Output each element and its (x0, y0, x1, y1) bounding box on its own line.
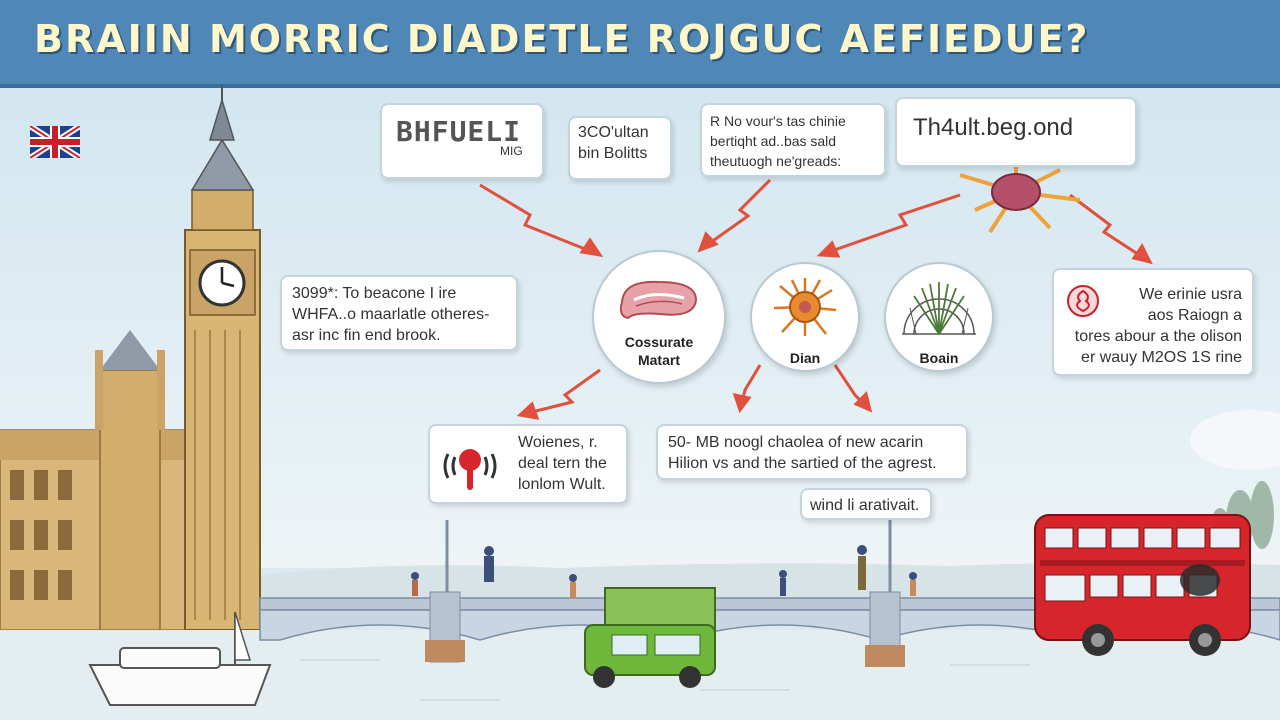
page-title: BRAIIN MORRIC DIADETLE ROJGUC AEFIEDUE? (34, 17, 1090, 61)
node-boain: Boain (884, 262, 994, 372)
arrow-sun-to-node2 (819, 193, 961, 257)
meat-icon (619, 280, 698, 320)
river-waves (300, 659, 1030, 701)
spiky-cell-icon (773, 278, 837, 336)
card-9-line-1: wind li arativait. (810, 497, 920, 514)
rose-icon (1067, 285, 1099, 317)
card-4-line-1: Th4ult.beg.ond (913, 114, 1074, 141)
info-card-4: Th4ult.beg.ond (895, 97, 1137, 167)
info-card-5: 3099*: To beacone I ire WHFA..o maarlatl… (280, 275, 518, 351)
parliament-building (0, 330, 191, 631)
info-card-9: wind li arativait. (800, 488, 932, 520)
card-3-line-2: bertiqht ad..bas sald (710, 133, 837, 149)
title-bar: BRAIIN MORRIC DIADETLE ROJGUC AEFIEDUE? (0, 0, 1280, 88)
info-card-3: R No vour's tas chinie bertiqht ad..bas … (700, 103, 886, 177)
arrow-sun-to-card6 (1069, 193, 1151, 264)
arrow-node1-to-card7 (519, 368, 601, 417)
info-card-1: BHFUELI MIG (380, 103, 544, 179)
card-6-line-3: tores abour a the olison (1074, 328, 1242, 345)
node-2-label: Dian (789, 350, 821, 366)
sun-burst-icon (959, 148, 1081, 234)
card-7-line-3: lonlom Wult. (518, 476, 606, 493)
card-3-line-1: R No vour's tas chinie (710, 113, 846, 129)
card-1-line-1: BHFUELI (396, 115, 522, 148)
boat (88, 611, 272, 706)
fan-diagram-icon (902, 282, 976, 335)
green-van (584, 587, 716, 688)
card-8-line-1: 50- MB noogl chaolea of new acarin (668, 434, 924, 451)
card-5-line-3: asr inc fin end brook. (292, 327, 441, 344)
card-1-line-2: MIG (500, 144, 523, 158)
big-ben-tower (184, 85, 261, 631)
flow-arrows (479, 178, 1153, 420)
node-3-label: Boain (919, 350, 959, 366)
card-5-line-2: WHFA..o maarlatle otheres- (292, 306, 490, 323)
info-card-7: Woienes, r. deal tern the lonlom Wult. (428, 424, 628, 504)
pedestrians (411, 545, 917, 598)
info-card-2: 3CO'ultan bin Bolitts (568, 116, 672, 180)
node-1-line-2: Matart (637, 352, 680, 368)
node-1-line-1: Cossurate (624, 334, 694, 350)
red-bus (1034, 514, 1251, 656)
card-6-line-1: We erinie usra (1139, 286, 1242, 303)
card-5-line-1: 3099*: To beacone I ire (292, 285, 457, 302)
card-6-line-2: aos Raiogn a (1147, 307, 1242, 324)
card-7-line-1: Woienes, r. (518, 434, 598, 451)
node-dian: Dian (750, 262, 860, 372)
union-jack-icon (30, 126, 80, 158)
cloud (1190, 410, 1280, 470)
card-6-line-4: er wauy M2OS 1S rine (1081, 349, 1242, 366)
node-cossurate-matart: Cossurate Matart (592, 250, 726, 384)
arrow-card3-to-node1 (699, 178, 772, 252)
card-2-line-1: 3CO'ultan (578, 124, 649, 141)
speaker-icon (443, 449, 497, 490)
info-card-6: We erinie usra aos Raiogn a tores abour … (1052, 268, 1254, 376)
card-2-line-2: bin Bolitts (578, 145, 648, 162)
info-card-8: 50- MB noogl chaolea of new acarin Hilio… (656, 424, 968, 480)
card-3-line-3: theutuogh ne'greads: (710, 153, 842, 169)
card-8-line-2: Hilion vs and the sartied of the agrest. (668, 455, 937, 472)
westminster-bridge (259, 520, 1280, 667)
card-7-line-2: deal tern the (518, 455, 607, 472)
arrow-card1-to-node1 (479, 183, 601, 257)
distant-skyline (260, 562, 1280, 600)
